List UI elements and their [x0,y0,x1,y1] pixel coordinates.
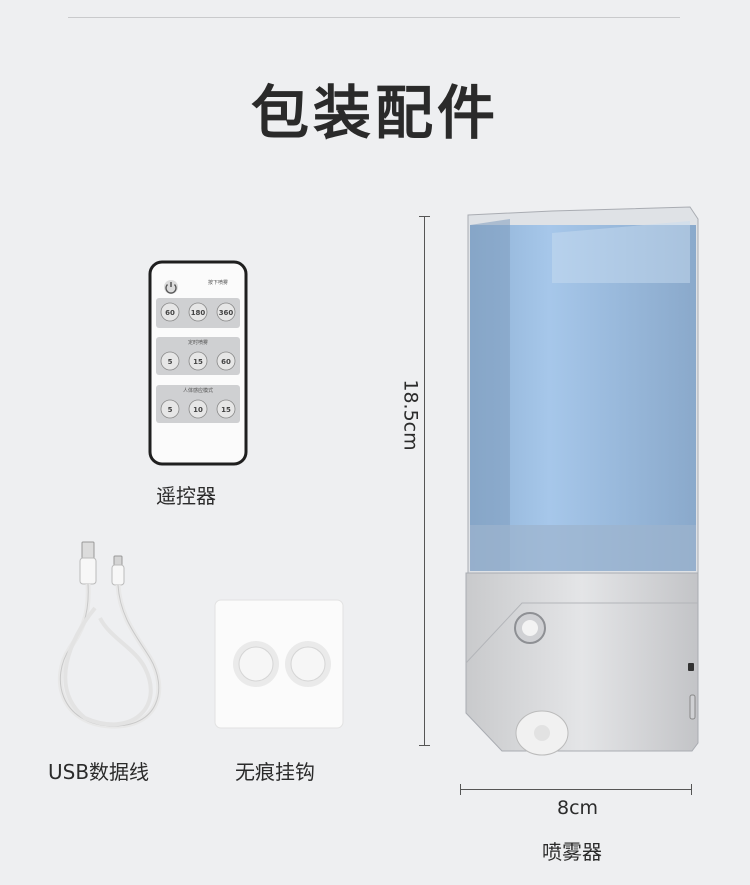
remote-btn-5b: 5 [168,406,173,414]
remote-heading-1: 按下喷雾 [208,279,228,286]
remote-heading-2: 定时喷雾 [188,339,208,346]
hook-label: 无痕挂钩 [235,760,315,784]
remote-control-image: 按下喷雾 定时喷雾 人体感应模式 60 180 360 5 15 60 5 10… [148,260,248,466]
height-label: 18.5cm [399,379,422,451]
width-label: 8cm [557,797,599,819]
power-icon [164,280,178,294]
remote-label: 遥控器 [156,484,216,508]
remote-btn-360: 360 [219,309,234,317]
sprayer-device-image [465,206,699,756]
page-title: 包装配件 [250,79,499,147]
sprayer-label: 喷雾器 [542,840,602,864]
remote-btn-60b: 60 [221,358,231,366]
height-dimension-line [419,216,430,746]
remote-btn-10: 10 [193,406,203,414]
usb-cable-label: USB数据线 [48,760,150,784]
remote-heading-3: 人体感应模式 [183,387,213,394]
width-dimension-line [460,784,692,795]
remote-btn-180: 180 [191,309,206,317]
top-divider [68,17,680,18]
remote-btn-5a: 5 [168,358,173,366]
remote-btn-15a: 15 [193,358,203,366]
remote-btn-15b: 15 [221,406,231,414]
usb-cable-image [57,541,162,729]
adhesive-hook-image [214,599,344,729]
remote-btn-60: 60 [165,309,175,317]
